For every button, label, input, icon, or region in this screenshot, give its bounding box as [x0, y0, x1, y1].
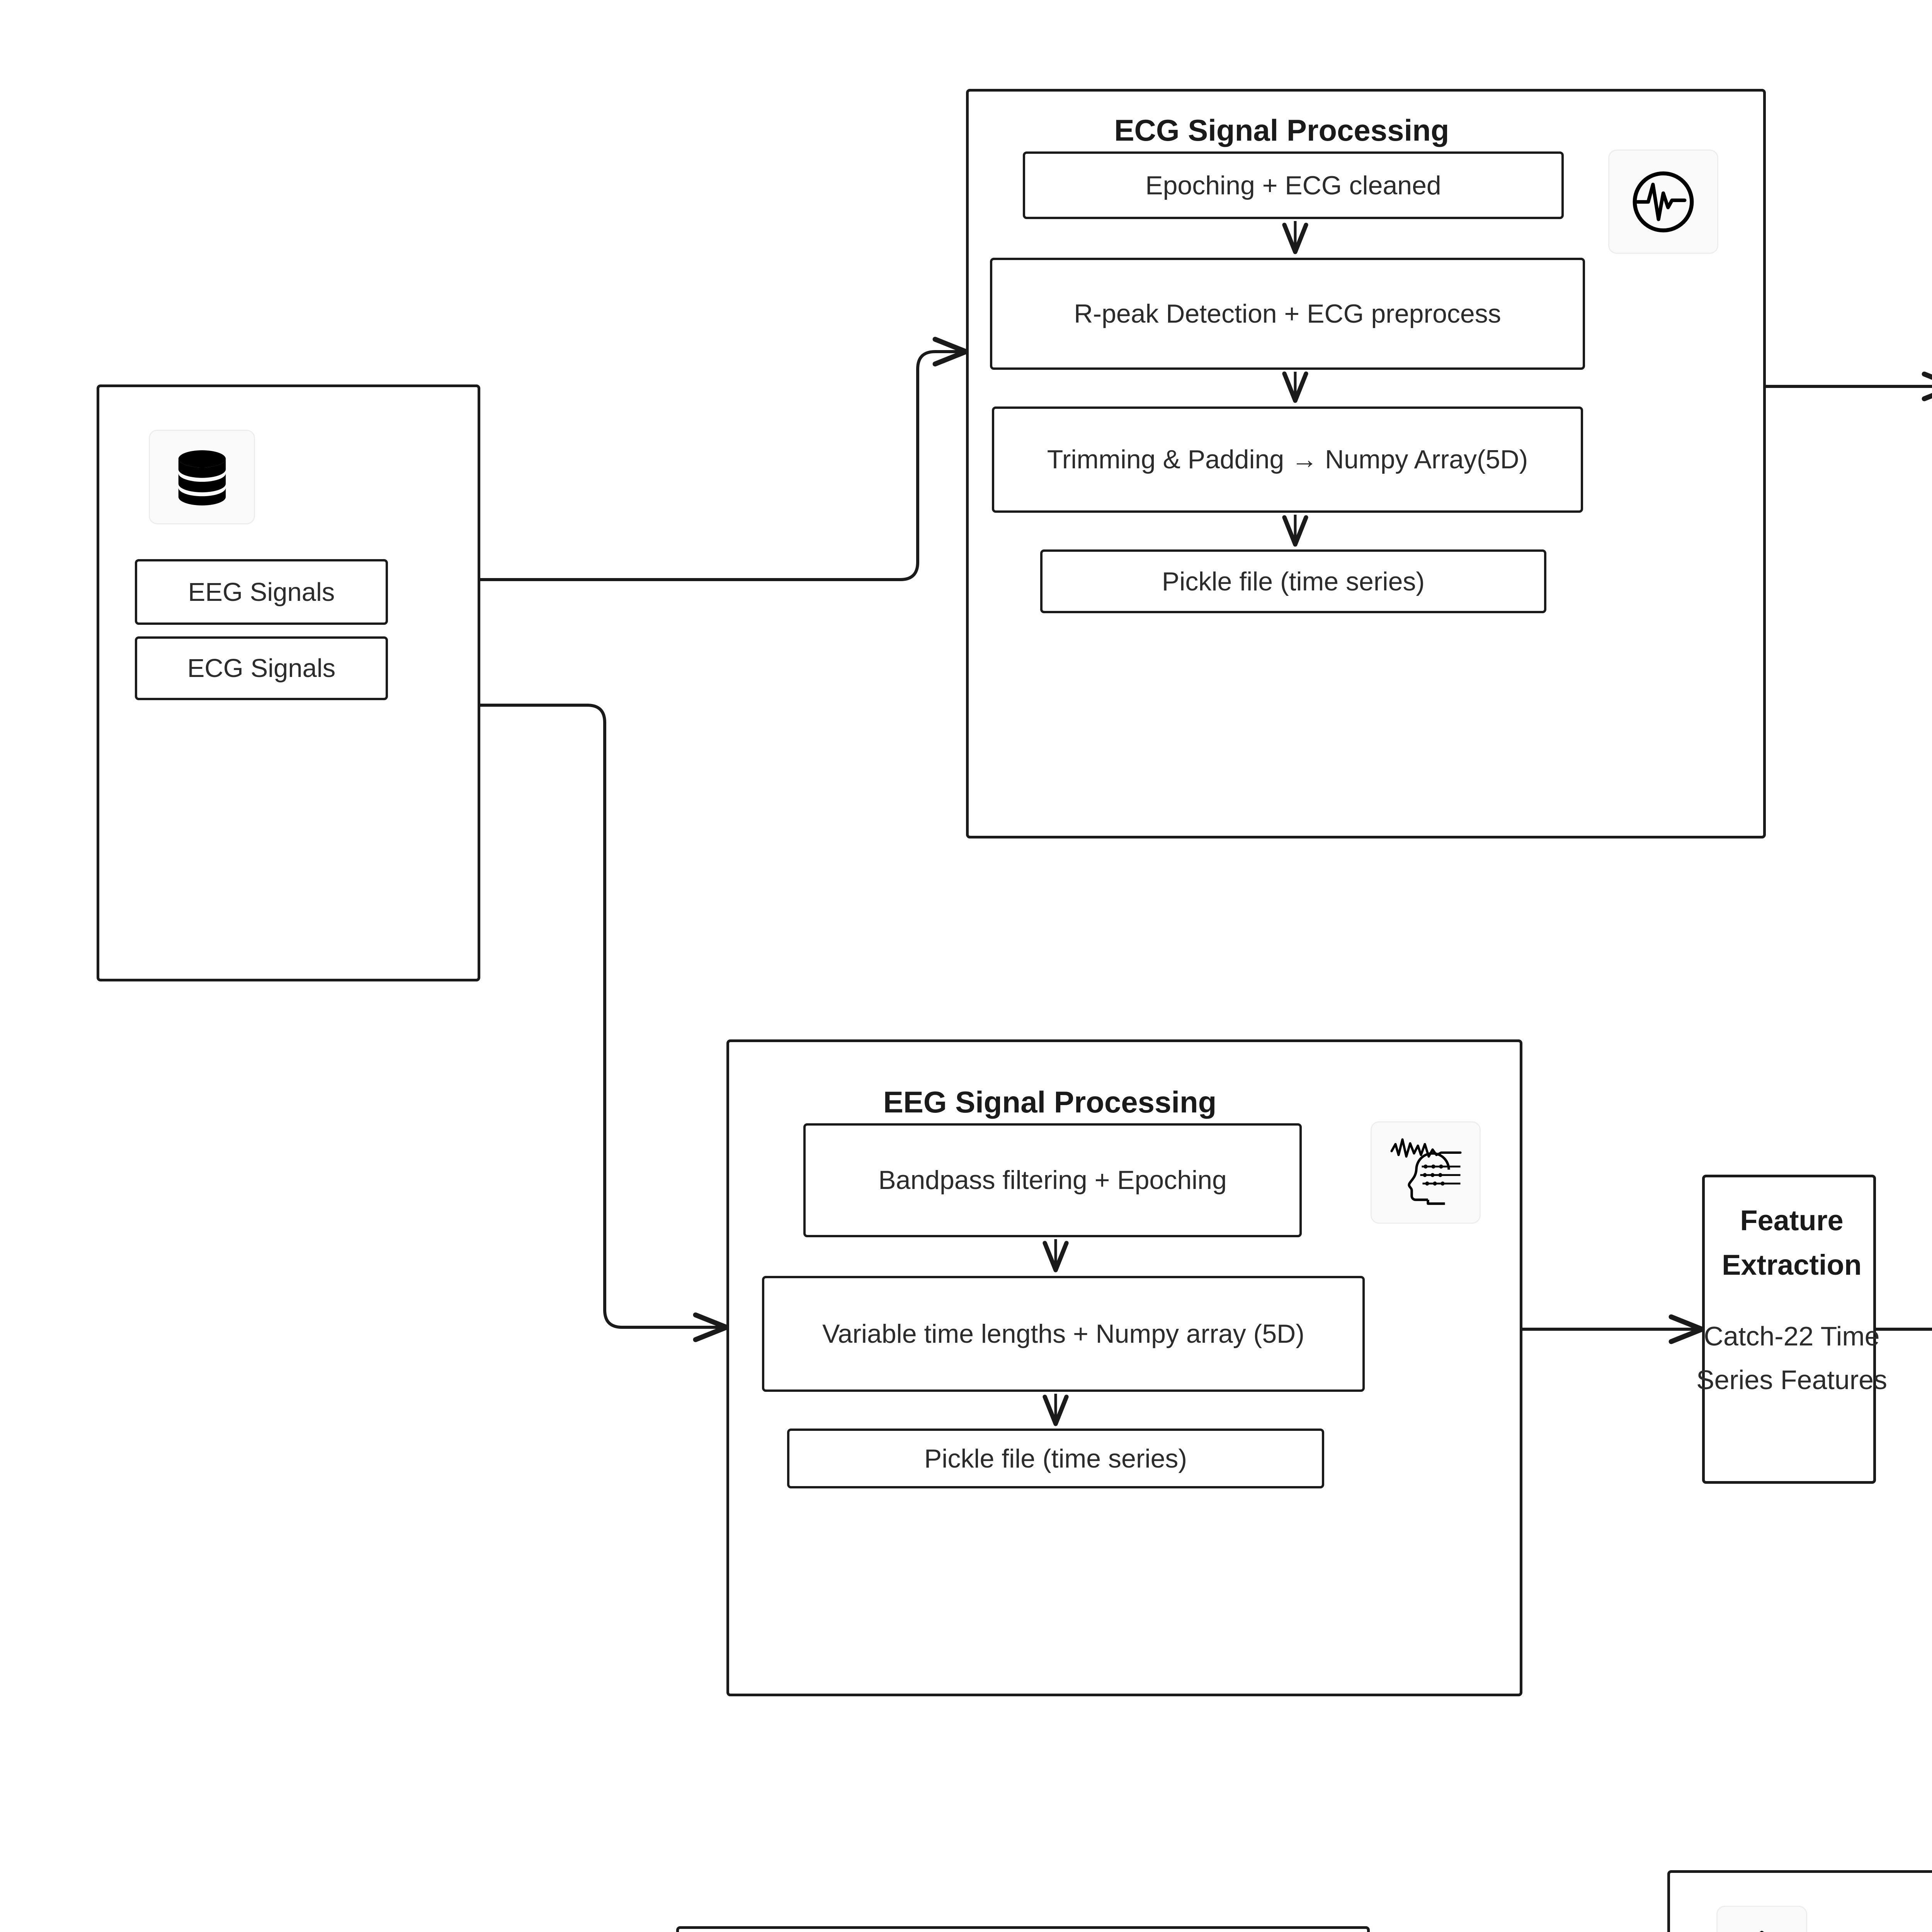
eeg-step-3[interactable]: Pickle file (time series)	[787, 1429, 1324, 1488]
eeg-step-2-label: Variable time lengths + Numpy array (5D)	[822, 1319, 1304, 1349]
eeg-head-electrodes-icon	[1371, 1121, 1481, 1224]
catch22-title-line-1: Feature	[1740, 1204, 1844, 1236]
data-source-item-eeg[interactable]: EEG Signals	[135, 559, 388, 625]
catch22-title: Feature Extraction	[1705, 1199, 1879, 1287]
ecg-step-1-label: Epoching + ECG cleaned	[1145, 170, 1441, 200]
data-source-item-eeg-label: EEG Signals	[188, 577, 335, 607]
ecg-step-2-label: R-peak Detection + ECG preprocess	[1074, 299, 1501, 328]
decision-tree-cube-icon	[1716, 1906, 1807, 1932]
ecg-step-4[interactable]: Pickle file (time series)	[1040, 549, 1546, 613]
ecg-waveform-circle-icon	[1608, 150, 1718, 254]
edge-source-to-eeg	[479, 704, 729, 1342]
node-data-source[interactable]: EEG Signals ECG Signals	[97, 384, 480, 981]
node-ecg-processing[interactable]: ECG Signal Processing Epoching + ECG cle…	[966, 89, 1766, 838]
ecg-processing-title: ECG Signal Processing	[1114, 113, 1449, 147]
catch22-body-line-2: Series Features	[1696, 1365, 1888, 1395]
node-catch22-feature-extraction[interactable]: Feature Extraction Catch-22 Time Series …	[1696, 1175, 1887, 1484]
eeg-processing-title: EEG Signal Processing	[883, 1085, 1217, 1119]
eeg-step-1-label: Bandpass filtering + Epoching	[878, 1165, 1227, 1195]
eeg-step-3-label: Pickle file (time series)	[924, 1444, 1187, 1473]
node-eeg-processing[interactable]: EEG Signal Processing Bandpass filtering…	[726, 1039, 1522, 1696]
data-source-item-ecg-label: ECG Signals	[187, 654, 336, 683]
ecg-step-3[interactable]: Trimming & Padding → Numpy Array(5D)	[992, 406, 1583, 513]
catch22-title-line-2: Extraction	[1722, 1248, 1862, 1281]
classification-model-line-1: Classification Model for	[1832, 1925, 1932, 1932]
data-source-item-ecg[interactable]: ECG Signals	[135, 636, 388, 700]
eeg-step-2[interactable]: Variable time lengths + Numpy array (5D)	[762, 1276, 1365, 1392]
ecg-step-4-label: Pickle file (time series)	[1162, 566, 1425, 596]
classification-model-label: Classification Model for Binary class an…	[1832, 1925, 1932, 1932]
ecg-step-2[interactable]: R-peak Detection + ECG preprocess	[990, 258, 1585, 370]
node-classification-model[interactable]: Classification Model for Binary class an…	[1667, 1870, 1932, 1932]
node-classification-metrics[interactable]: Classification Metrics	[676, 1926, 1370, 1932]
catch22-body-line-1: Catch-22 Time	[1704, 1321, 1880, 1351]
eeg-step-1[interactable]: Bandpass filtering + Epoching	[803, 1123, 1302, 1237]
database-icon	[149, 430, 255, 524]
edge-source-to-ecg	[479, 337, 969, 581]
ecg-step-1[interactable]: Epoching + ECG cleaned	[1023, 151, 1564, 219]
ecg-step-3-label: Trimming & Padding → Numpy Array(5D)	[1047, 445, 1528, 474]
catch22-body: Catch-22 Time Series Features	[1693, 1315, 1890, 1402]
